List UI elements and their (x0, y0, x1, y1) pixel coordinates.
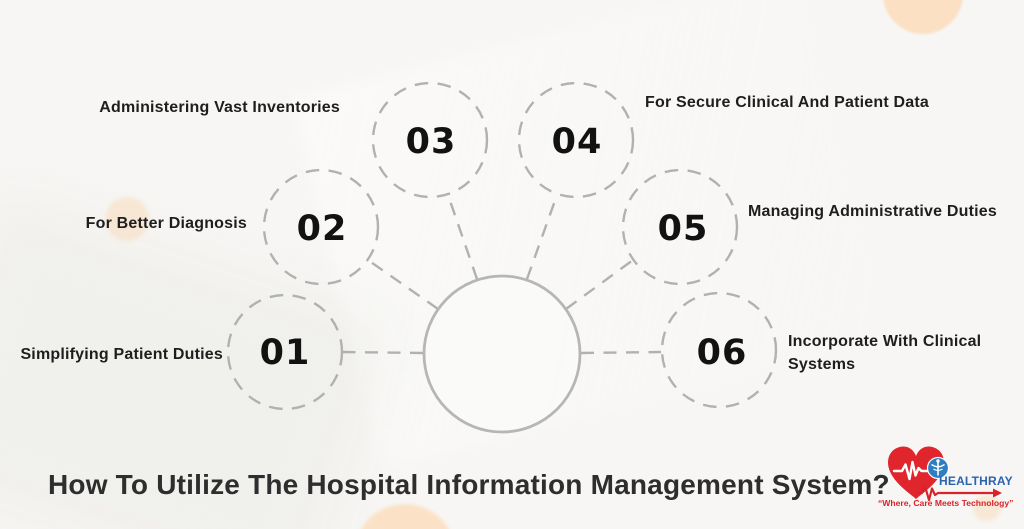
step-circle-04 (517, 81, 635, 199)
step-number-04: 04 (551, 122, 603, 162)
connector-03 (446, 194, 479, 280)
brand-name: HEALTHRAY (939, 474, 1013, 488)
ecg-line-icon (892, 460, 937, 481)
step-label-06: Incorporate With Clinical Systems (788, 333, 982, 373)
brand-tagline: “Where, Care Meets Technology” (878, 498, 1014, 508)
step-number-01: 01 (259, 333, 311, 373)
step-number-05: 05 (657, 209, 709, 249)
step-circle-03 (371, 81, 489, 199)
connector-05 (565, 259, 634, 310)
step-circle-01 (226, 293, 344, 411)
step-circle-02 (262, 168, 380, 286)
arrowhead-icon (993, 488, 1002, 498)
step-label-05: Managing Administrative Duties (748, 203, 997, 220)
step-label-03: Administering Vast Inventories (99, 99, 340, 116)
decor-blob-left (105, 197, 149, 241)
step-label-01: Simplifying Patient Duties (20, 346, 223, 363)
step-number-03: 03 (405, 122, 457, 162)
page-title: How To Utilize The Hospital Information … (48, 469, 890, 500)
step-label-02: For Better Diagnosis (85, 215, 247, 232)
central-hub-circle (422, 274, 582, 434)
step-circle-05 (621, 168, 739, 286)
logo-graphic (888, 446, 1002, 502)
step-number-06: 06 (696, 333, 748, 373)
connector-02 (367, 259, 439, 310)
step-label-04: For Secure Clinical And Patient Data (645, 94, 930, 111)
ecg-arrow-line-icon (917, 484, 994, 502)
step-circle-06 (660, 291, 778, 409)
connector-06 (580, 350, 662, 355)
healthray-logo: HEALTHRAY “Where, Care Meets Technology” (876, 442, 1016, 522)
step-number-02: 02 (296, 209, 348, 249)
connector-04 (525, 194, 559, 280)
caduceus-icon (931, 459, 945, 476)
connector-01 (342, 350, 424, 355)
decor-blob-logo (973, 495, 1001, 521)
